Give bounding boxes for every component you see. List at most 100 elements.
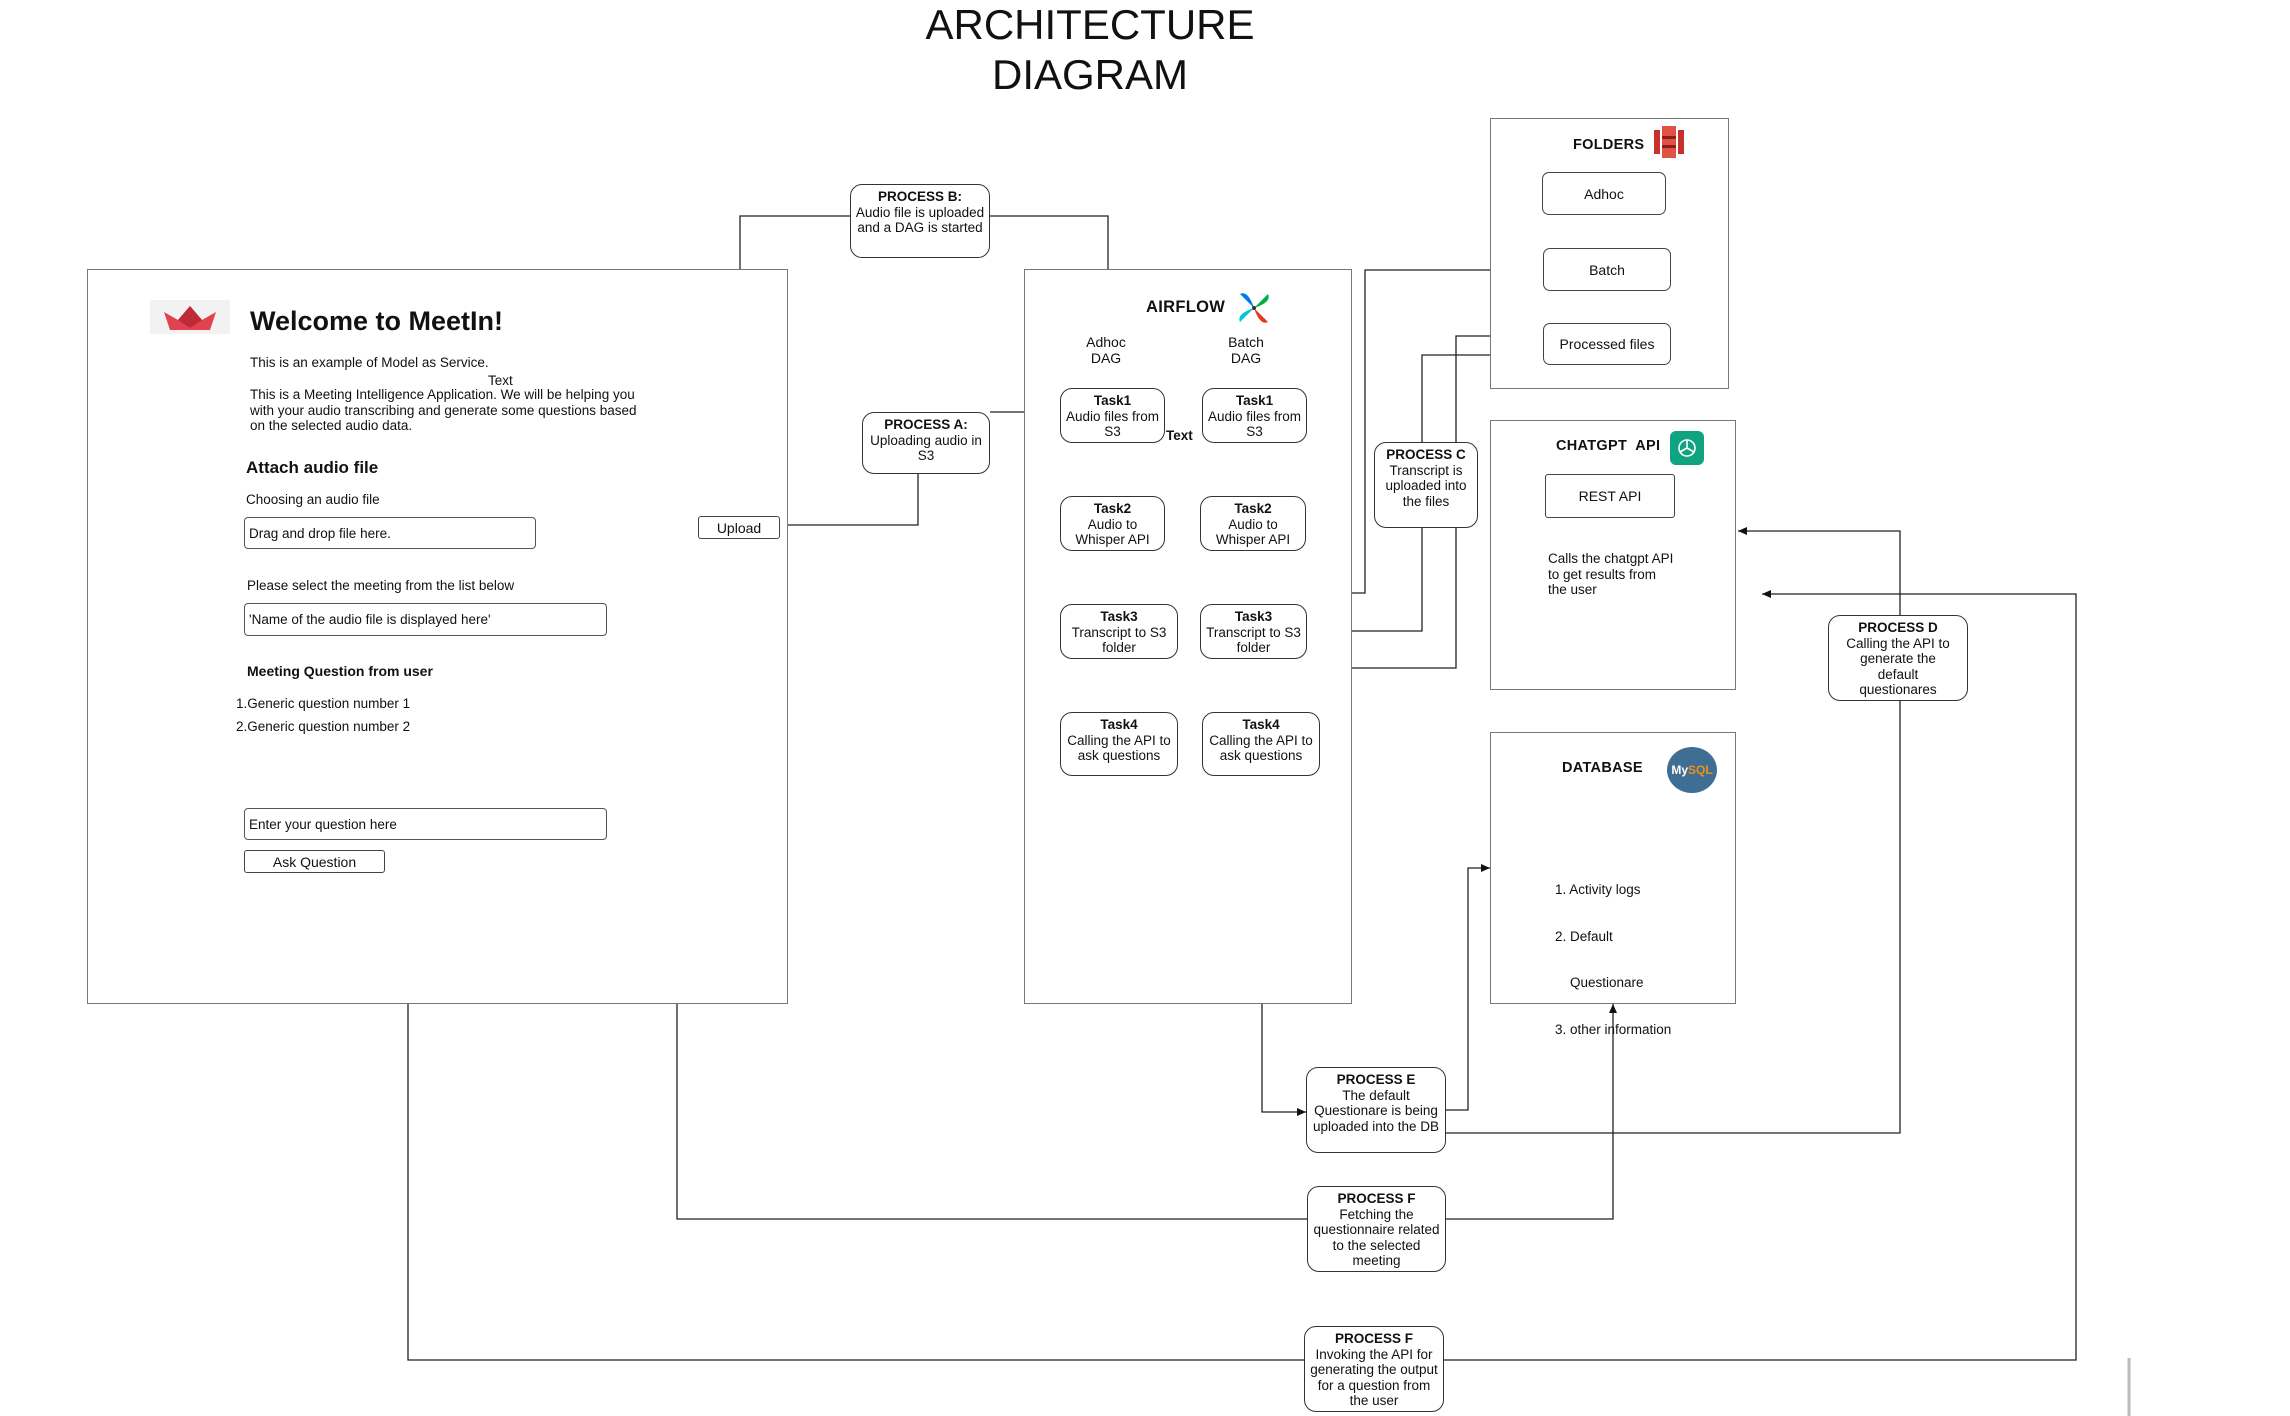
batch-task-1-line-2: S3	[1246, 424, 1263, 439]
ask-question-button[interactable]: Ask Question	[244, 850, 385, 873]
batch-task-3-line-2: folder	[1236, 640, 1271, 655]
folder-processed: Processed files	[1543, 323, 1671, 365]
process-f-fetch-line-3: to the selected	[1332, 1237, 1421, 1253]
folders-title: FOLDERS	[1573, 137, 1645, 153]
adhoc-task-3-line-1: Transcript to S3	[1071, 624, 1167, 640]
database-items: 1. Activity logs 2. Default Questionare …	[1555, 851, 1671, 1053]
choosing-label: Choosing an audio file	[246, 492, 380, 507]
process-f-ask-line-2: generating the output	[1310, 1362, 1438, 1377]
database-title: DATABASE	[1562, 760, 1643, 776]
db-item-3: Questionare	[1555, 975, 1644, 990]
title-line-1: ARCHITECTURE	[925, 1, 1255, 48]
process-f-fetch-line-1: Fetching the	[1339, 1206, 1414, 1222]
app-heading: Welcome to MeetIn!	[250, 306, 504, 336]
streamlit-logo-icon	[150, 300, 230, 334]
process-f-fetch-line-4: meeting	[1352, 1253, 1401, 1268]
question-item-2: 2.Generic question number 2	[236, 719, 411, 734]
batch-task-1-line-1: Audio files from	[1207, 408, 1302, 424]
batch-dag-label: Batch DAG	[1201, 334, 1291, 366]
meeting-select[interactable]: 'Name of the audio file is displayed her…	[244, 603, 607, 636]
adhoc-task-3: Task3 Transcript to S3 folder	[1060, 604, 1178, 659]
app-desc-line-3: on the selected audio data.	[250, 418, 413, 433]
process-b: PROCESS B: Audio file is uploaded and a …	[850, 184, 990, 258]
wire-process-d-to-chatgpt	[1738, 527, 1901, 616]
batch-dag-line-1: Batch	[1228, 334, 1264, 350]
dropzone[interactable]: Drag and drop file here.	[244, 517, 536, 549]
process-c-line-3: the files	[1402, 493, 1450, 509]
adhoc-dag-line-2: DAG	[1090, 350, 1122, 366]
questions-heading: Meeting Question from user	[247, 663, 433, 679]
chatgpt-panel	[1490, 420, 1736, 690]
batch-task-2-title: Task2	[1234, 501, 1272, 516]
adhoc-task-1-title: Task1	[1093, 393, 1132, 408]
process-a: PROCESS A: Uploading audio in S3	[862, 412, 990, 474]
batch-task-2-line-1: Audio to	[1228, 516, 1278, 532]
process-f-ask: PROCESS F Invoking the API for generatin…	[1304, 1326, 1444, 1412]
app-description: This is a Meeting Intelligence Applicati…	[250, 387, 637, 434]
process-e-line-1: The default	[1342, 1087, 1410, 1103]
adhoc-task-2-line-1: Audio to	[1087, 516, 1138, 532]
batch-task-3-line-1: Transcript to S3	[1206, 624, 1301, 640]
db-item-2: 2. Default	[1555, 928, 1613, 944]
chatgpt-desc-line-2: to get results from	[1548, 566, 1657, 582]
db-item-1: 1. Activity logs	[1555, 882, 1641, 897]
adhoc-dag-line-1: Adhoc	[1086, 334, 1126, 350]
folder-adhoc: Adhoc	[1542, 172, 1666, 215]
batch-task-1: Task1 Audio files from S3	[1202, 388, 1307, 443]
adhoc-task-4-line-2: ask questions	[1077, 748, 1161, 763]
process-c-line-1: Transcript is	[1389, 462, 1463, 478]
attach-heading: Attach audio file	[246, 458, 379, 477]
chatgpt-desc-line-3: the user	[1548, 582, 1597, 597]
process-d-line-4: questionares	[1859, 682, 1937, 697]
airflow-title: AIRFLOW	[1146, 298, 1226, 316]
rest-api-box: REST API	[1545, 474, 1675, 518]
process-f-fetch: PROCESS F Fetching the questionnaire rel…	[1307, 1186, 1446, 1272]
chatgpt-description: Calls the chatgpt API to get results fro…	[1548, 551, 1673, 598]
batch-task-3: Task3 Transcript to S3 folder	[1200, 604, 1307, 659]
process-c-line-2: uploaded into	[1385, 478, 1467, 493]
adhoc-task-1-line-2: S3	[1104, 424, 1121, 439]
folder-batch: Batch	[1543, 248, 1671, 291]
app-text-label: Text	[488, 373, 513, 388]
db-item-4: 3. other information	[1555, 1021, 1672, 1037]
app-intro: This is an example of Model as Service.	[250, 355, 489, 370]
process-c: PROCESS C Transcript is uploaded into th…	[1374, 442, 1478, 528]
mysql-logo-text: My	[1671, 763, 1688, 777]
process-d-line-3: default	[1877, 666, 1919, 682]
process-f-ask-line-1: Invoking the API for	[1315, 1346, 1433, 1362]
wire-process-e-to-db	[1446, 864, 1490, 1111]
batch-task-2-line-2: Whisper API	[1215, 532, 1291, 547]
batch-task-4-line-2: ask questions	[1219, 748, 1303, 763]
adhoc-task-1-line-1: Audio files from	[1065, 408, 1160, 424]
adhoc-task-3-line-2: folder	[1102, 640, 1136, 655]
s3-bucket-icon	[1652, 124, 1686, 160]
adhoc-task-2-title: Task2	[1093, 501, 1132, 516]
question-input[interactable]: Enter your question here	[244, 808, 607, 840]
batch-task-1-title: Task1	[1235, 393, 1274, 408]
process-d-line-2: generate the	[1860, 651, 1936, 666]
adhoc-task-1: Task1 Audio files from S3	[1060, 388, 1165, 443]
process-d: PROCESS D Calling the API to generate th…	[1828, 615, 1968, 701]
adhoc-task-2-line-2: Whisper API	[1075, 532, 1150, 547]
process-a-title: PROCESS A:	[884, 417, 968, 432]
chatgpt-desc-line-1: Calls the chatgpt API	[1548, 551, 1674, 566]
process-b-line-1: Audio file is uploaded	[855, 204, 985, 220]
process-c-title: PROCESS C	[1386, 447, 1466, 462]
process-a-line-2: S3	[917, 448, 935, 463]
adhoc-dag-label: Adhoc DAG	[1061, 334, 1151, 366]
openai-icon	[1670, 431, 1704, 465]
app-desc-line-2: with your audio transcribing and generat…	[250, 402, 637, 418]
batch-task-4: Task4 Calling the API to ask questions	[1202, 712, 1320, 776]
adhoc-task-3-title: Task3	[1100, 609, 1138, 624]
title-line-2: DIAGRAM	[991, 51, 1188, 98]
process-e: PROCESS E The default Questionare is bei…	[1306, 1067, 1446, 1153]
airflow-pinwheel-icon	[1234, 288, 1274, 328]
process-f-fetch-title: PROCESS F	[1337, 1191, 1416, 1206]
adhoc-task-4: Task4 Calling the API to ask questions	[1060, 712, 1178, 776]
upload-button[interactable]: Upload	[698, 516, 780, 539]
process-b-title: PROCESS B:	[877, 189, 962, 204]
select-label: Please select the meeting from the list …	[247, 578, 515, 593]
process-e-title: PROCESS E	[1336, 1072, 1416, 1087]
adhoc-task-4-line-1: Calling the API to	[1067, 732, 1171, 748]
